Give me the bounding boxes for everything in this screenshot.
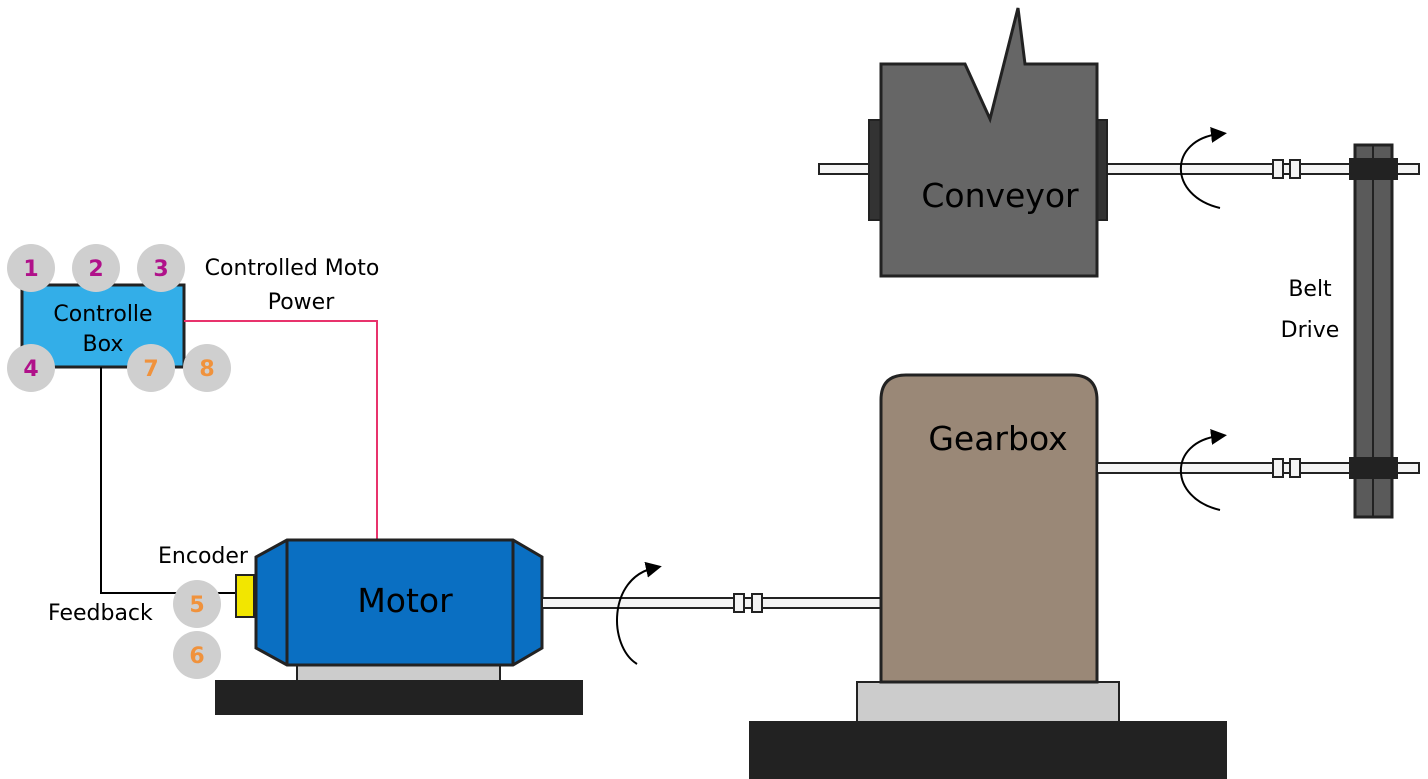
controller-label-line1: Controlle — [53, 302, 152, 327]
motor-shaft — [541, 597, 883, 609]
badge-5: 5 — [173, 580, 221, 628]
badge-4: 4 — [7, 344, 55, 392]
controlled-power-label-line2: Power — [268, 290, 335, 315]
conveyor-shaft — [818, 163, 1420, 175]
motor-shaft-coupling-left — [733, 593, 745, 613]
belt-pulley-bottom — [1349, 457, 1398, 479]
badge-1-text: 1 — [23, 257, 38, 282]
motor-label: Motor — [357, 581, 453, 620]
gearbox-base — [749, 721, 1227, 779]
gearbox-body — [879, 373, 1099, 684]
conveyor-shaft-rotation-arrow — [1180, 126, 1227, 209]
controlled-power-label-line1: Controlled Moto — [205, 256, 380, 281]
badge-5-text: 5 — [189, 593, 204, 618]
conveyor-body — [879, 7, 1099, 278]
belt-pulley-top — [1349, 158, 1398, 180]
gearbox-shaft-rotation-arrow — [1180, 428, 1227, 511]
encoder — [235, 574, 255, 618]
conveyor-shaft-coupling-right — [1289, 159, 1301, 179]
gearbox-shaft-coupling-right — [1289, 458, 1301, 478]
belt-drive-label-line2: Drive — [1281, 318, 1340, 343]
motor-base — [215, 680, 583, 715]
badge-3: 3 — [137, 244, 185, 292]
motor-shaft-coupling-right — [751, 593, 763, 613]
encoder-label: Encoder — [158, 544, 249, 569]
feedback-label: Feedback — [48, 601, 153, 626]
gearbox-shaft — [1096, 462, 1420, 474]
badge-3-text: 3 — [153, 257, 168, 282]
power-line — [184, 320, 378, 540]
gearbox-mount-plate — [856, 681, 1120, 723]
badge-6: 6 — [173, 631, 221, 679]
gearbox-shaft-coupling-left — [1272, 458, 1284, 478]
badge-8: 8 — [183, 344, 231, 392]
badge-6-text: 6 — [189, 644, 204, 669]
badge-8-text: 8 — [199, 357, 214, 382]
gearbox-label: Gearbox — [928, 419, 1067, 458]
conveyor-shaft-coupling-left — [1272, 159, 1284, 179]
badge-1: 1 — [7, 244, 55, 292]
badge-4-text: 4 — [23, 357, 38, 382]
controller-label-line2: Box — [83, 332, 124, 357]
conveyor-label: Conveyor — [921, 176, 1079, 215]
belt-drive-label-line1: Belt — [1288, 277, 1332, 302]
badge-7: 7 — [127, 344, 175, 392]
badge-2-text: 2 — [88, 257, 103, 282]
motor-mount-plate — [296, 664, 501, 682]
badge-2: 2 — [72, 244, 120, 292]
motor-shaft-rotation-arrow — [616, 561, 662, 665]
badge-7-text: 7 — [143, 357, 158, 382]
